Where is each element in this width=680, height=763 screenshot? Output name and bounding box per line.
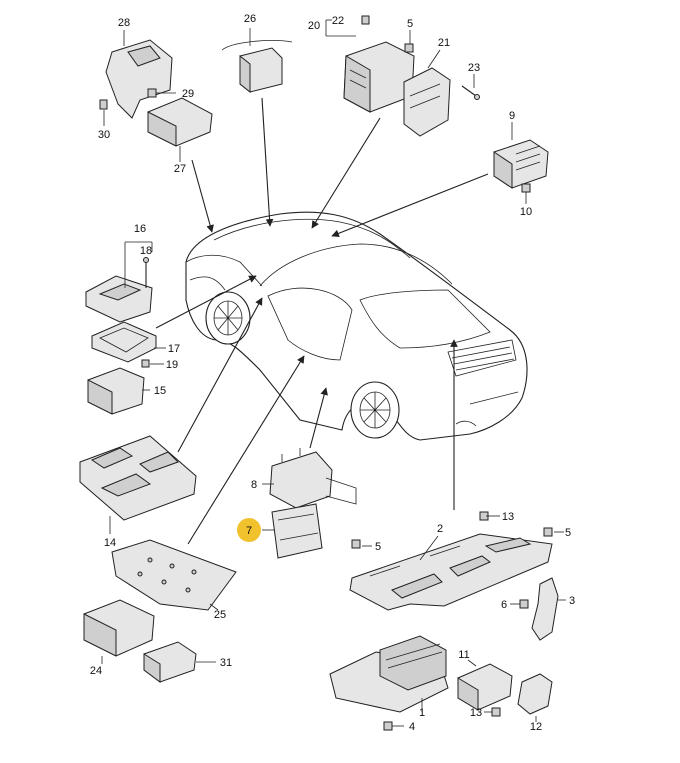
part-19-clip: [141, 359, 150, 368]
callout-28: 28: [118, 17, 130, 29]
callout-19: 19: [166, 359, 178, 371]
car-body: [185, 211, 528, 441]
part-17-gasket: [91, 321, 157, 363]
part-18-screw: [143, 257, 149, 288]
callout-2: 2: [437, 523, 443, 535]
callout-29: 29: [182, 88, 194, 100]
callout-16: 16: [134, 223, 146, 235]
callout-11: 11: [458, 649, 469, 661]
callout-7: 7: [246, 525, 252, 537]
part-25-carrier-plate: [111, 539, 237, 611]
callout-23: 23: [468, 62, 480, 74]
callout-13-top: 13: [502, 511, 514, 523]
part-14-gateway-unit: [79, 435, 197, 521]
part-3-bracket: [531, 577, 559, 641]
callout-20: 20: [308, 20, 320, 32]
part-1-housing: [329, 635, 449, 713]
callout-22: 22: [332, 15, 344, 27]
callout-25: 25: [214, 609, 226, 621]
callout-18: 18: [140, 245, 152, 257]
callout-lines: [101, 19, 566, 727]
callout-1: 1: [419, 707, 425, 719]
part-16-cover: [85, 275, 153, 323]
part-24-module: [83, 599, 155, 657]
callout-5-top: 5: [407, 18, 413, 30]
callout-5-right: 5: [565, 527, 571, 539]
part-6-bolt: [519, 599, 529, 609]
callout-3: 3: [569, 595, 575, 607]
callout-17: 17: [168, 343, 180, 355]
part-5-nut-left: [351, 539, 361, 549]
part-30-nut: [99, 99, 108, 126]
callout-13-bottom: 13: [470, 707, 482, 719]
part-22-clip: [361, 15, 370, 25]
part-23-bolt: [461, 85, 480, 100]
callout-21: 21: [438, 37, 450, 49]
part-5-nut-top: [404, 43, 414, 53]
part-21-bracket: [403, 67, 451, 137]
part-26-module: [221, 28, 293, 94]
part-8-bracket: [269, 448, 357, 509]
callout-6: 6: [501, 599, 507, 611]
part-9-connector-module: [493, 139, 549, 189]
part-28-bracket: [105, 39, 173, 119]
part-29-bolt: [147, 88, 176, 98]
callout-14: 14: [104, 537, 116, 549]
callout-4: 4: [409, 721, 415, 733]
part-11-module: [457, 663, 513, 711]
part-20-control-unit: [343, 41, 415, 113]
callout-9: 9: [509, 110, 515, 122]
callout-30: 30: [98, 129, 110, 141]
part-10-nut: [521, 183, 531, 193]
callout-24: 24: [90, 665, 102, 677]
leader-arrows: [155, 97, 489, 545]
callout-labels: 28 29 30 27 26 20 22 5 21 23 9 10 16 18 …: [90, 13, 575, 733]
part-7-ecu: [271, 503, 323, 559]
callout-5-left: 5: [375, 541, 381, 553]
part-5-nut-right: [543, 527, 553, 537]
callout-15: 15: [154, 385, 166, 397]
callout-26: 26: [244, 13, 256, 25]
part-2-base-tray: [349, 533, 553, 611]
callout-7-highlight: [237, 518, 261, 542]
part-31-module: [143, 641, 197, 683]
part-4-screw: [383, 721, 393, 731]
part-27-sensor-module: [147, 97, 213, 162]
part-12-bracket: [517, 673, 553, 715]
callout-31: 31: [220, 657, 232, 669]
callout-12: 12: [530, 721, 542, 733]
part-13-nut-bottom: [491, 707, 501, 717]
part-15-module: [87, 367, 145, 415]
callout-27: 27: [174, 163, 186, 175]
callout-10: 10: [520, 206, 532, 218]
callout-8: 8: [251, 479, 257, 491]
